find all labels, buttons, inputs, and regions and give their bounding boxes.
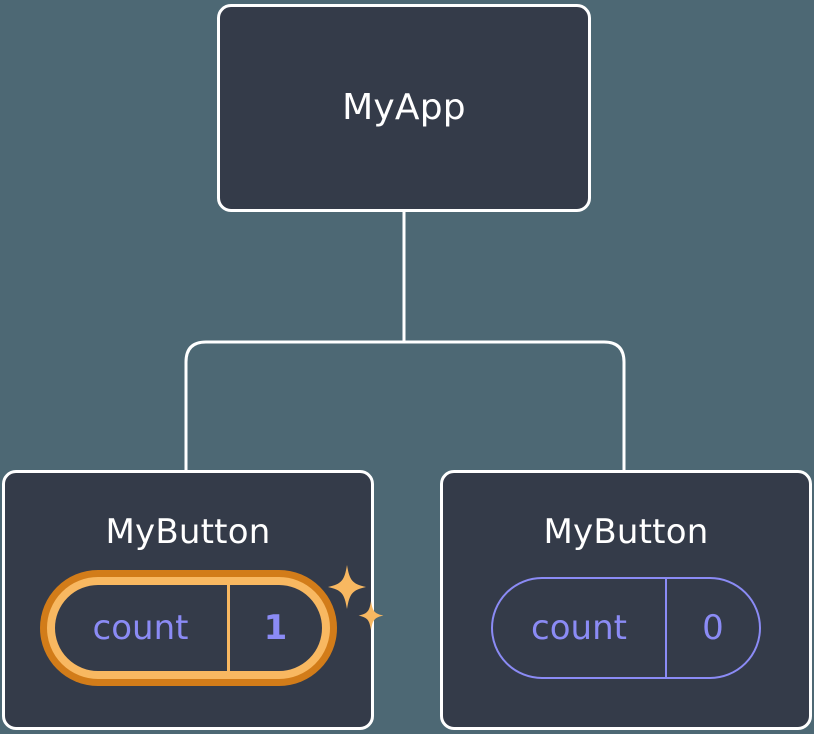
state-pill-plain[interactable]: count 0	[491, 577, 761, 679]
sparkle-large-icon	[327, 565, 366, 609]
root-node-label: MyApp	[342, 87, 466, 128]
tree-node-root[interactable]: MyApp	[217, 4, 591, 212]
state-key-label: count	[531, 608, 627, 648]
connector-child-bus	[184, 340, 626, 470]
state-value-label: 0	[702, 608, 724, 648]
child-right-state-wrapper: count 0	[491, 577, 761, 679]
state-key-label: count	[92, 608, 189, 648]
state-value-label: 1	[263, 608, 288, 648]
state-pill-highlighted[interactable]: count 1	[46, 577, 330, 679]
tree-node-child-right[interactable]: MyButton count 0	[440, 470, 812, 730]
tree-node-child-left[interactable]: MyButton count 1	[2, 470, 383, 730]
state-pill-divider	[226, 585, 230, 671]
child-right-node-label: MyButton	[543, 512, 709, 552]
child-left-state-wrapper: count 1	[46, 565, 383, 679]
state-pill-divider	[665, 579, 667, 677]
child-left-node-label: MyButton	[105, 512, 271, 552]
